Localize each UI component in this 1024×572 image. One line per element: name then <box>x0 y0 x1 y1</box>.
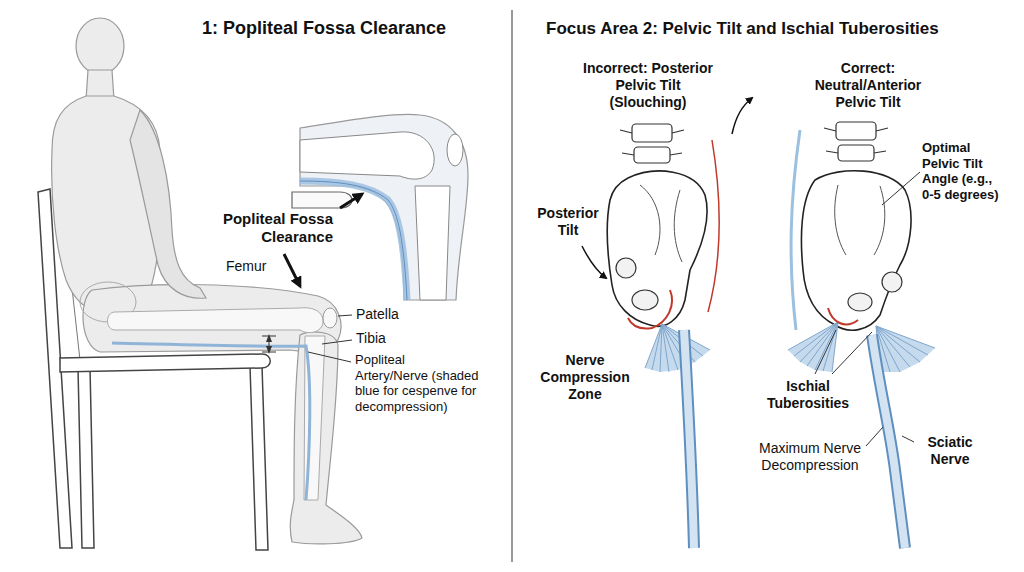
label-anchor: Sciatic Nerve <box>915 434 985 468</box>
chair-seat <box>60 354 270 372</box>
compression-outline <box>628 290 672 329</box>
callout-label: Posterior Tilt <box>537 205 598 238</box>
vertebra <box>836 122 876 140</box>
callout-label: Popliteal Fossa Clearance <box>223 210 333 245</box>
tilt-arrow <box>582 246 606 278</box>
part-label: Ischial Tuberosities <box>767 378 849 411</box>
lower-leg <box>290 332 362 544</box>
femur-bone <box>300 132 434 179</box>
pelvis-incorrect <box>582 98 752 548</box>
gap-arrow <box>269 344 270 350</box>
chair-back-leg <box>78 368 94 548</box>
seated-figure <box>52 18 362 544</box>
obturator-foramen <box>848 293 872 311</box>
head <box>76 18 124 74</box>
sciatic-nerve-fill <box>872 335 905 548</box>
leader-line <box>815 330 836 374</box>
label-anchor: Incorrect: Posterior Pelvic Tilt (Slouch… <box>578 60 718 110</box>
label-anchor: Optimal Pelvic Tilt Angle (e.g., 0-5 deg… <box>922 140 1002 202</box>
vertebra <box>838 145 874 161</box>
label-anchor: Correct: Neutral/Anterior Pelvic Tilt <box>798 60 938 110</box>
part-label: Patella <box>356 306 399 322</box>
label-anchor: Femur <box>226 258 266 275</box>
sciatic-nerve-fill <box>684 330 694 548</box>
vertebra <box>634 147 670 163</box>
gap-tick <box>262 336 276 337</box>
part-label: Tibia <box>356 330 386 346</box>
gap-tick <box>262 352 276 353</box>
vertebra-process <box>824 128 888 153</box>
pressure-rays <box>876 326 935 372</box>
label-anchor: Posterior Tilt <box>528 205 608 239</box>
label-anchor: Maximum Nerve Decompression <box>745 440 875 474</box>
popliteal-artery <box>112 343 310 500</box>
arm <box>130 110 206 298</box>
tuberosity-outline <box>828 308 858 324</box>
callout-label: Nerve Compression Zone <box>540 352 629 402</box>
acetabulum <box>882 272 902 292</box>
gap-arrow <box>269 338 270 344</box>
sacrum-line <box>640 185 682 262</box>
panel-title: Focus Area 2: Pelvic Tilt and Ischial Tu… <box>546 19 939 38</box>
leader-line <box>338 315 352 316</box>
view-heading: Incorrect: Posterior Pelvic Tilt (Slouch… <box>583 60 713 110</box>
acetabulum <box>616 258 636 278</box>
pressure-rays <box>645 324 710 372</box>
sacrum-line <box>835 185 885 255</box>
leader-line <box>882 172 920 205</box>
part-label: Femur <box>226 258 266 274</box>
panel-divider <box>511 10 512 562</box>
spine-curve <box>708 140 719 312</box>
leader-line <box>322 340 352 344</box>
body-outline <box>791 130 800 330</box>
patella-bone <box>323 308 337 328</box>
leader-line <box>308 352 351 362</box>
tibia-bone <box>415 186 450 300</box>
leader-line <box>902 436 914 442</box>
view-heading: Correct: Neutral/Anterior Pelvic Tilt <box>815 60 922 110</box>
label-anchor: Patella <box>356 306 399 323</box>
sciatic-nerve <box>872 335 905 548</box>
part-label: Popliteal Artery/Nerve (shaded blue for … <box>355 352 479 414</box>
panel-title: 1: Popliteal Fossa Clearance <box>202 18 446 38</box>
label-anchor: Tibia <box>356 330 386 347</box>
sciatic-nerve <box>684 330 694 548</box>
label-anchor: 1: Popliteal Fossa Clearance <box>202 18 446 40</box>
pressure-rays <box>788 322 838 372</box>
clearance-arrow <box>340 194 362 208</box>
pressure-fan <box>876 326 935 372</box>
callout-label: Maximum Nerve Decompression <box>759 440 861 473</box>
knee-inset <box>292 114 468 300</box>
vertebra <box>632 124 672 142</box>
callout-label: Optimal Pelvic Tilt Angle (e.g., 0-5 deg… <box>922 140 999 202</box>
label-anchor: Popliteal Fossa Clearance <box>208 210 333 246</box>
label-anchor: Popliteal Artery/Nerve (shaded blue for … <box>355 352 480 414</box>
leader-line <box>832 332 872 374</box>
pelvis-correct <box>788 122 935 548</box>
femur-bone <box>108 308 324 333</box>
label-anchor: Nerve Compression Zone <box>535 352 635 402</box>
vertebra-process <box>620 130 684 155</box>
patella-bone <box>447 134 463 166</box>
pressure-fan <box>788 322 838 372</box>
clearance-arrow <box>284 254 300 286</box>
tilt-arrow <box>732 98 752 134</box>
obturator-foramen <box>632 290 658 310</box>
leader-line <box>866 427 883 446</box>
label-anchor: Ischial Tuberosities <box>758 378 858 412</box>
gap-indicator <box>262 336 276 352</box>
part-label: Sciatic Nerve <box>927 434 972 467</box>
pressure-fan <box>645 324 710 372</box>
pelvis-bone <box>607 171 707 326</box>
chair-front-leg <box>250 366 268 550</box>
label-anchor: Focus Area 2: Pelvic Tilt and Ischial Tu… <box>546 19 939 39</box>
